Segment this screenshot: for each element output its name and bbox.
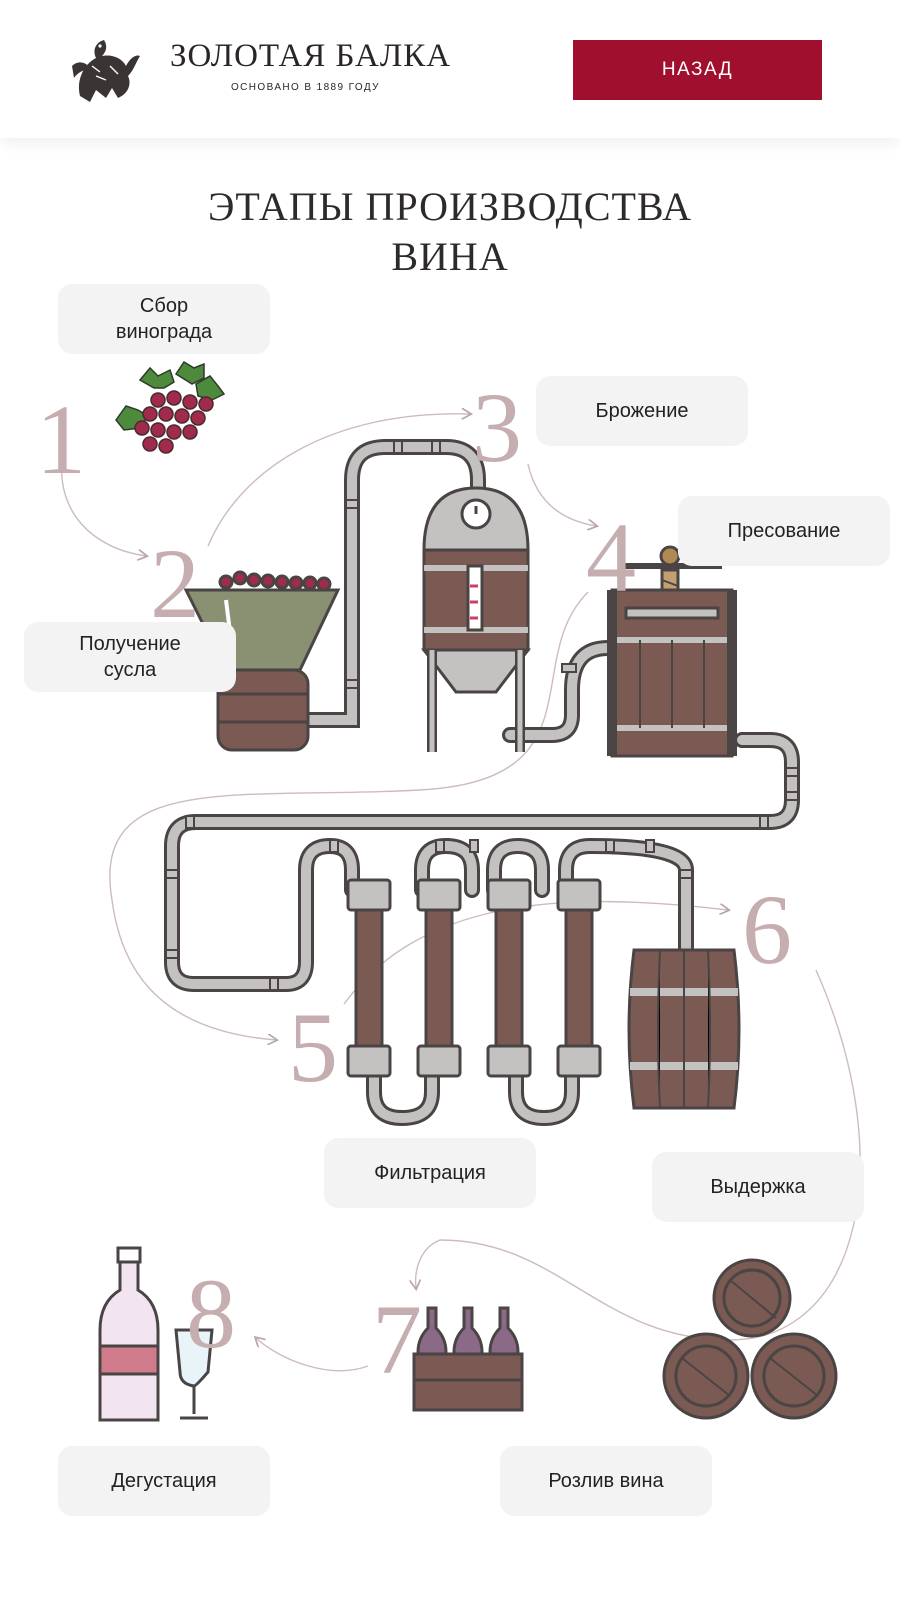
back-button[interactable]: НАЗАД [573,40,822,100]
step-label-5-line1: Фильтрация [374,1162,486,1184]
step-label-7-line1: Розлив вина [548,1470,664,1492]
arrow-1-2 [61,461,146,556]
page-title-line2: ВИНА [391,234,509,279]
step-label-5: Фильтрация [324,1138,536,1208]
wine-glass-icon [98,1246,214,1422]
step-label-2-line2: сусла [103,659,157,681]
step-label-6: Выдержка [652,1152,864,1222]
arrow-3-4 [527,463,596,526]
aging-barrel-icon [627,948,741,1110]
page-title: ЭТАПЫ ПРОИЗВОДСТВА ВИНА [0,182,900,282]
step-number-3: 3 [472,372,522,483]
brand-name[interactable]: ЗОЛОТАЯ БАЛКА [170,38,452,74]
step-label-4: Пресование [678,496,890,566]
pipes [164,439,800,1127]
step-label-3: Брожение [536,376,748,446]
step-number-5: 5 [288,992,338,1103]
step-number-2: 2 [150,528,200,639]
arrow-4-5 [109,591,589,1040]
brand-subtitle: ОСНОВАНО В 1889 ГОДУ [231,82,380,93]
step-label-8: Дегустация [58,1446,270,1516]
filter-columns-icon [346,878,602,1078]
step-label-2: Получение сусла [24,622,236,692]
bottle-crate-icon [412,1306,524,1412]
stacked-barrels-icon [662,1258,838,1420]
griffin-logo-icon[interactable] [66,36,142,106]
arrow-7-8 [256,1338,369,1372]
step-label-3-line1: Брожение [595,400,689,422]
step-label-1-line1: Сбор [139,295,189,317]
step-label-1-line2: винограда [115,321,213,343]
step-number-1: 1 [36,384,86,495]
step-number-7: 7 [372,1284,422,1395]
wine-press-icon [607,545,737,758]
step-number-4: 4 [586,502,636,613]
page-title-line1: ЭТАПЫ ПРОИЗВОДСТВА [208,184,692,229]
step-label-6-line1: Выдержка [710,1176,806,1198]
arrow-2-3 [207,414,470,547]
step-label-2-line1: Получение [79,633,181,655]
step-label-7: Розлив вина [500,1446,712,1516]
step-label-4-line1: Пресование [727,520,841,542]
fermentation-tank-icon [420,486,532,752]
step-number-6: 6 [742,874,792,985]
step-label-1: Сбор винограда [58,284,270,354]
site-header: ЗОЛОТАЯ БАЛКА ОСНОВАНО В 1889 ГОДУ НАЗАД [0,0,900,138]
step-number-8: 8 [186,1258,236,1369]
step-label-8-line1: Дегустация [111,1470,217,1492]
grapes-icon [115,360,226,454]
